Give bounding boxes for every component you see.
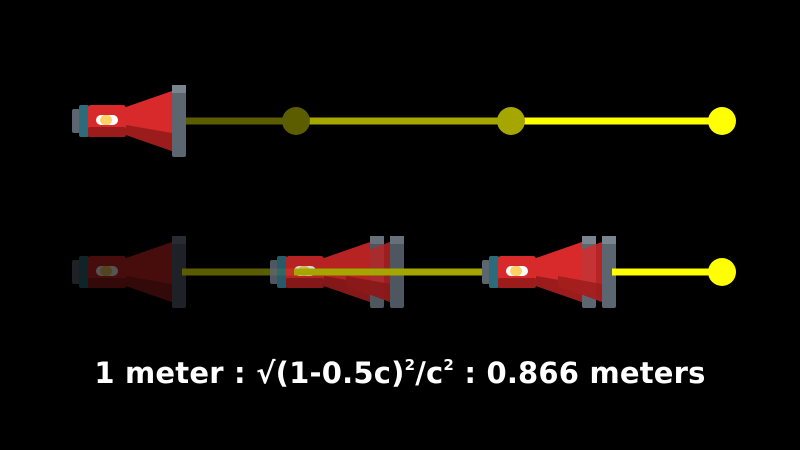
top-row [72, 85, 736, 157]
formula-separator-1: : [223, 356, 257, 390]
length-contraction-formula: 1 meter : √(1-0.5c)2/c2 : 0.866 meters [0, 356, 800, 390]
formula-expr-pre: √(1-0.5c) [256, 356, 405, 390]
formula-lhs: 1 meter [94, 356, 224, 390]
formula-separator-2: : [454, 356, 487, 390]
formula-expression: √(1-0.5c)2/c2 [256, 356, 454, 390]
formula-expr-mid: /c [415, 356, 444, 390]
formula-exponent-1: 2 [404, 356, 416, 374]
bottom-row [72, 236, 736, 308]
formula-exponent-2: 2 [443, 356, 455, 374]
top-flashlight-icon [72, 85, 186, 157]
bottom-flashlight-ghost-icon [72, 236, 186, 308]
top-light-dot-3 [708, 107, 736, 135]
top-light-dot-1 [282, 107, 310, 135]
bottom-light-dot [708, 258, 736, 286]
bottom-flashlight-front-icon [482, 236, 616, 308]
top-light-dot-2 [497, 107, 525, 135]
formula-rhs: 0.866 meters [486, 356, 706, 390]
